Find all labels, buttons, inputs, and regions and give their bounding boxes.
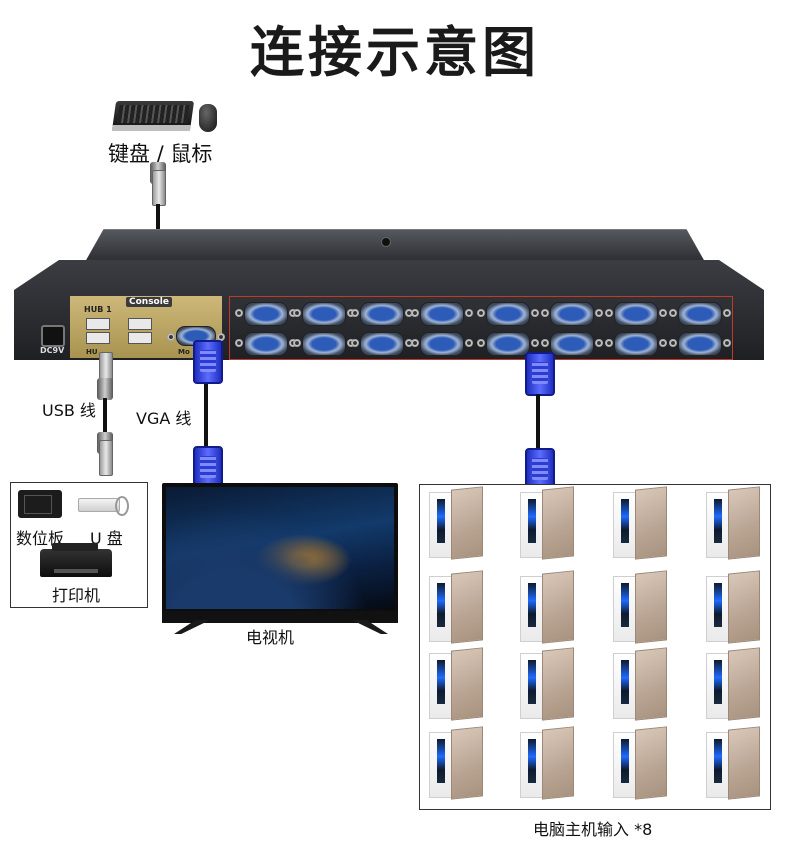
vga-port-pc[interactable] <box>235 302 297 326</box>
vga-port-pc[interactable] <box>411 332 473 356</box>
pc-tower-icon <box>520 647 574 721</box>
printer-label: 打印机 <box>52 586 101 605</box>
usb-port-console-1[interactable] <box>128 318 152 330</box>
monitor-label: Mo <box>178 348 190 356</box>
vga-port-pc[interactable] <box>605 302 667 326</box>
usb-cable-peripherals <box>103 398 107 440</box>
page-title: 连接示意图 <box>250 21 540 84</box>
vga-plug-pc-top <box>525 352 555 396</box>
pc-tower-icon <box>429 726 483 800</box>
vga-port-pc[interactable] <box>477 332 539 356</box>
vga-port-pc[interactable] <box>605 332 667 356</box>
vga-cable-label: VGA 线 <box>136 409 192 428</box>
pc-tower-icon <box>706 486 760 560</box>
vga-port-pc[interactable] <box>669 332 731 356</box>
kvm-switch-top <box>85 229 705 262</box>
vga-port-pc[interactable] <box>293 302 355 326</box>
power-jack <box>41 325 65 347</box>
pc-tower-icon <box>706 726 760 800</box>
usb-drive-icon <box>78 496 129 516</box>
pc-tower-icon <box>429 570 483 644</box>
printer-icon <box>40 543 112 577</box>
pc-tower-icon <box>613 486 667 560</box>
top-screw-icon <box>381 237 391 247</box>
pc-input-label: 电脑主机输入 *8 <box>533 820 653 839</box>
hub-label: HUB 1 <box>84 305 112 314</box>
pc-tower-icon <box>613 570 667 644</box>
vga-port-pc[interactable] <box>351 332 413 356</box>
pc-tower-icon <box>520 726 574 800</box>
mouse-icon <box>199 104 217 132</box>
vga-port-pc[interactable] <box>541 332 603 356</box>
tablet-icon <box>18 490 62 518</box>
usb-plug-bottom <box>99 440 113 476</box>
usb-port-hub-2[interactable] <box>86 332 110 344</box>
usb-port-hub-1[interactable] <box>86 318 110 330</box>
usb-plug-top <box>152 170 166 206</box>
console-label: Console <box>126 297 172 307</box>
vga-plug-monitor-top <box>193 340 223 384</box>
vga-cable-monitor <box>204 384 208 446</box>
vga-port-pc[interactable] <box>235 332 297 356</box>
pc-tower-icon <box>706 570 760 644</box>
keyboard-icon <box>111 101 195 131</box>
pc-tower-icon <box>520 486 574 560</box>
pc-tower-icon <box>429 647 483 721</box>
vga-port-pc[interactable] <box>411 302 473 326</box>
vga-port-pc[interactable] <box>351 302 413 326</box>
usb-port-console-2[interactable] <box>128 332 152 344</box>
pc-tower-icon <box>429 486 483 560</box>
pc-tower-icon <box>613 726 667 800</box>
vga-port-pc[interactable] <box>293 332 355 356</box>
tv-icon <box>162 483 398 623</box>
pc-tower-icon <box>520 570 574 644</box>
hub2-label: HU <box>86 348 98 356</box>
usb-plug-hub-boot <box>97 378 113 400</box>
usb-drive-label: U 盘 <box>90 529 123 548</box>
pc-tower-icon <box>706 647 760 721</box>
pc-tower-icon <box>613 647 667 721</box>
vga-port-pc[interactable] <box>477 302 539 326</box>
vga-cable-pc <box>536 394 540 450</box>
vga-port-pc[interactable] <box>669 302 731 326</box>
tv-label: 电视机 <box>246 628 295 647</box>
power-label: DC9V <box>40 346 65 355</box>
vga-port-pc[interactable] <box>541 302 603 326</box>
usb-cable-label: USB 线 <box>42 401 96 420</box>
pc-port-frame <box>229 296 733 360</box>
